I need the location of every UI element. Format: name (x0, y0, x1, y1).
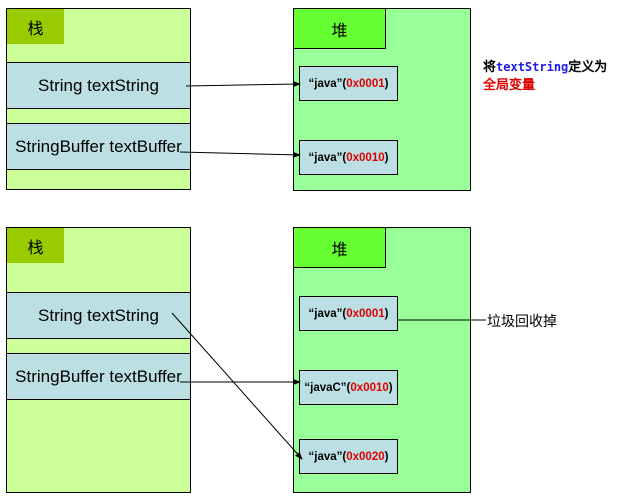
heap-label-bottom: 堆 (294, 228, 386, 268)
note-prefix: 将 (483, 59, 497, 74)
heap-close: ) (384, 307, 389, 320)
heap-item-bottom-2: “javaC”(0x0010 ) (299, 370, 398, 405)
stack-row-textbuffer-bottom: StringBuffer textBuffer (6, 353, 191, 400)
heap-address: 0x0010 (346, 151, 385, 164)
heap-value: “java”( (308, 151, 347, 164)
note-suffix: 定义为 (568, 59, 608, 74)
arrow-textbuffer-top (179, 151, 301, 158)
stack-row-textbuffer-top: StringBuffer textBuffer (6, 123, 191, 170)
heap-value: “javaC”( (304, 381, 351, 394)
arrow-textstring-top (185, 81, 301, 88)
heap-value: “java”( (308, 77, 347, 90)
heap-close: ) (384, 450, 389, 463)
heap-value: “java”( (308, 450, 347, 463)
heap-item-bottom-1: “java”(0x0001 ) (299, 296, 398, 331)
heap-close: ) (384, 77, 389, 90)
heap-close: ) (388, 381, 393, 394)
stack-label-top: 栈 (7, 9, 64, 44)
note-code: textString (496, 60, 569, 74)
heap-item-top-2: “java”(0x0010 ) (299, 140, 398, 175)
heap-address: 0x0001 (346, 77, 385, 90)
heap-address: 0x0001 (346, 307, 385, 320)
gc-label: 垃圾回收掉 (487, 313, 557, 329)
heap-address: 0x0020 (346, 450, 385, 463)
arrow-textstring-bottom (171, 312, 303, 460)
heap-item-bottom-3: “java”(0x0020 ) (299, 439, 398, 474)
stack-label-bottom: 栈 (7, 228, 64, 263)
note-line2: 全局变量 (483, 77, 536, 92)
heap-address: 0x0010 (350, 381, 389, 394)
note-global-variable: 将textString定义为 全局变量 (483, 58, 633, 94)
stack-row-textstring-bottom: String textString (6, 292, 191, 339)
heap-value: “java”( (308, 307, 347, 320)
heap-close: ) (384, 151, 389, 164)
heap-label-top: 堆 (294, 9, 386, 49)
heap-item-top-1: “java”(0x0001 ) (299, 66, 398, 101)
